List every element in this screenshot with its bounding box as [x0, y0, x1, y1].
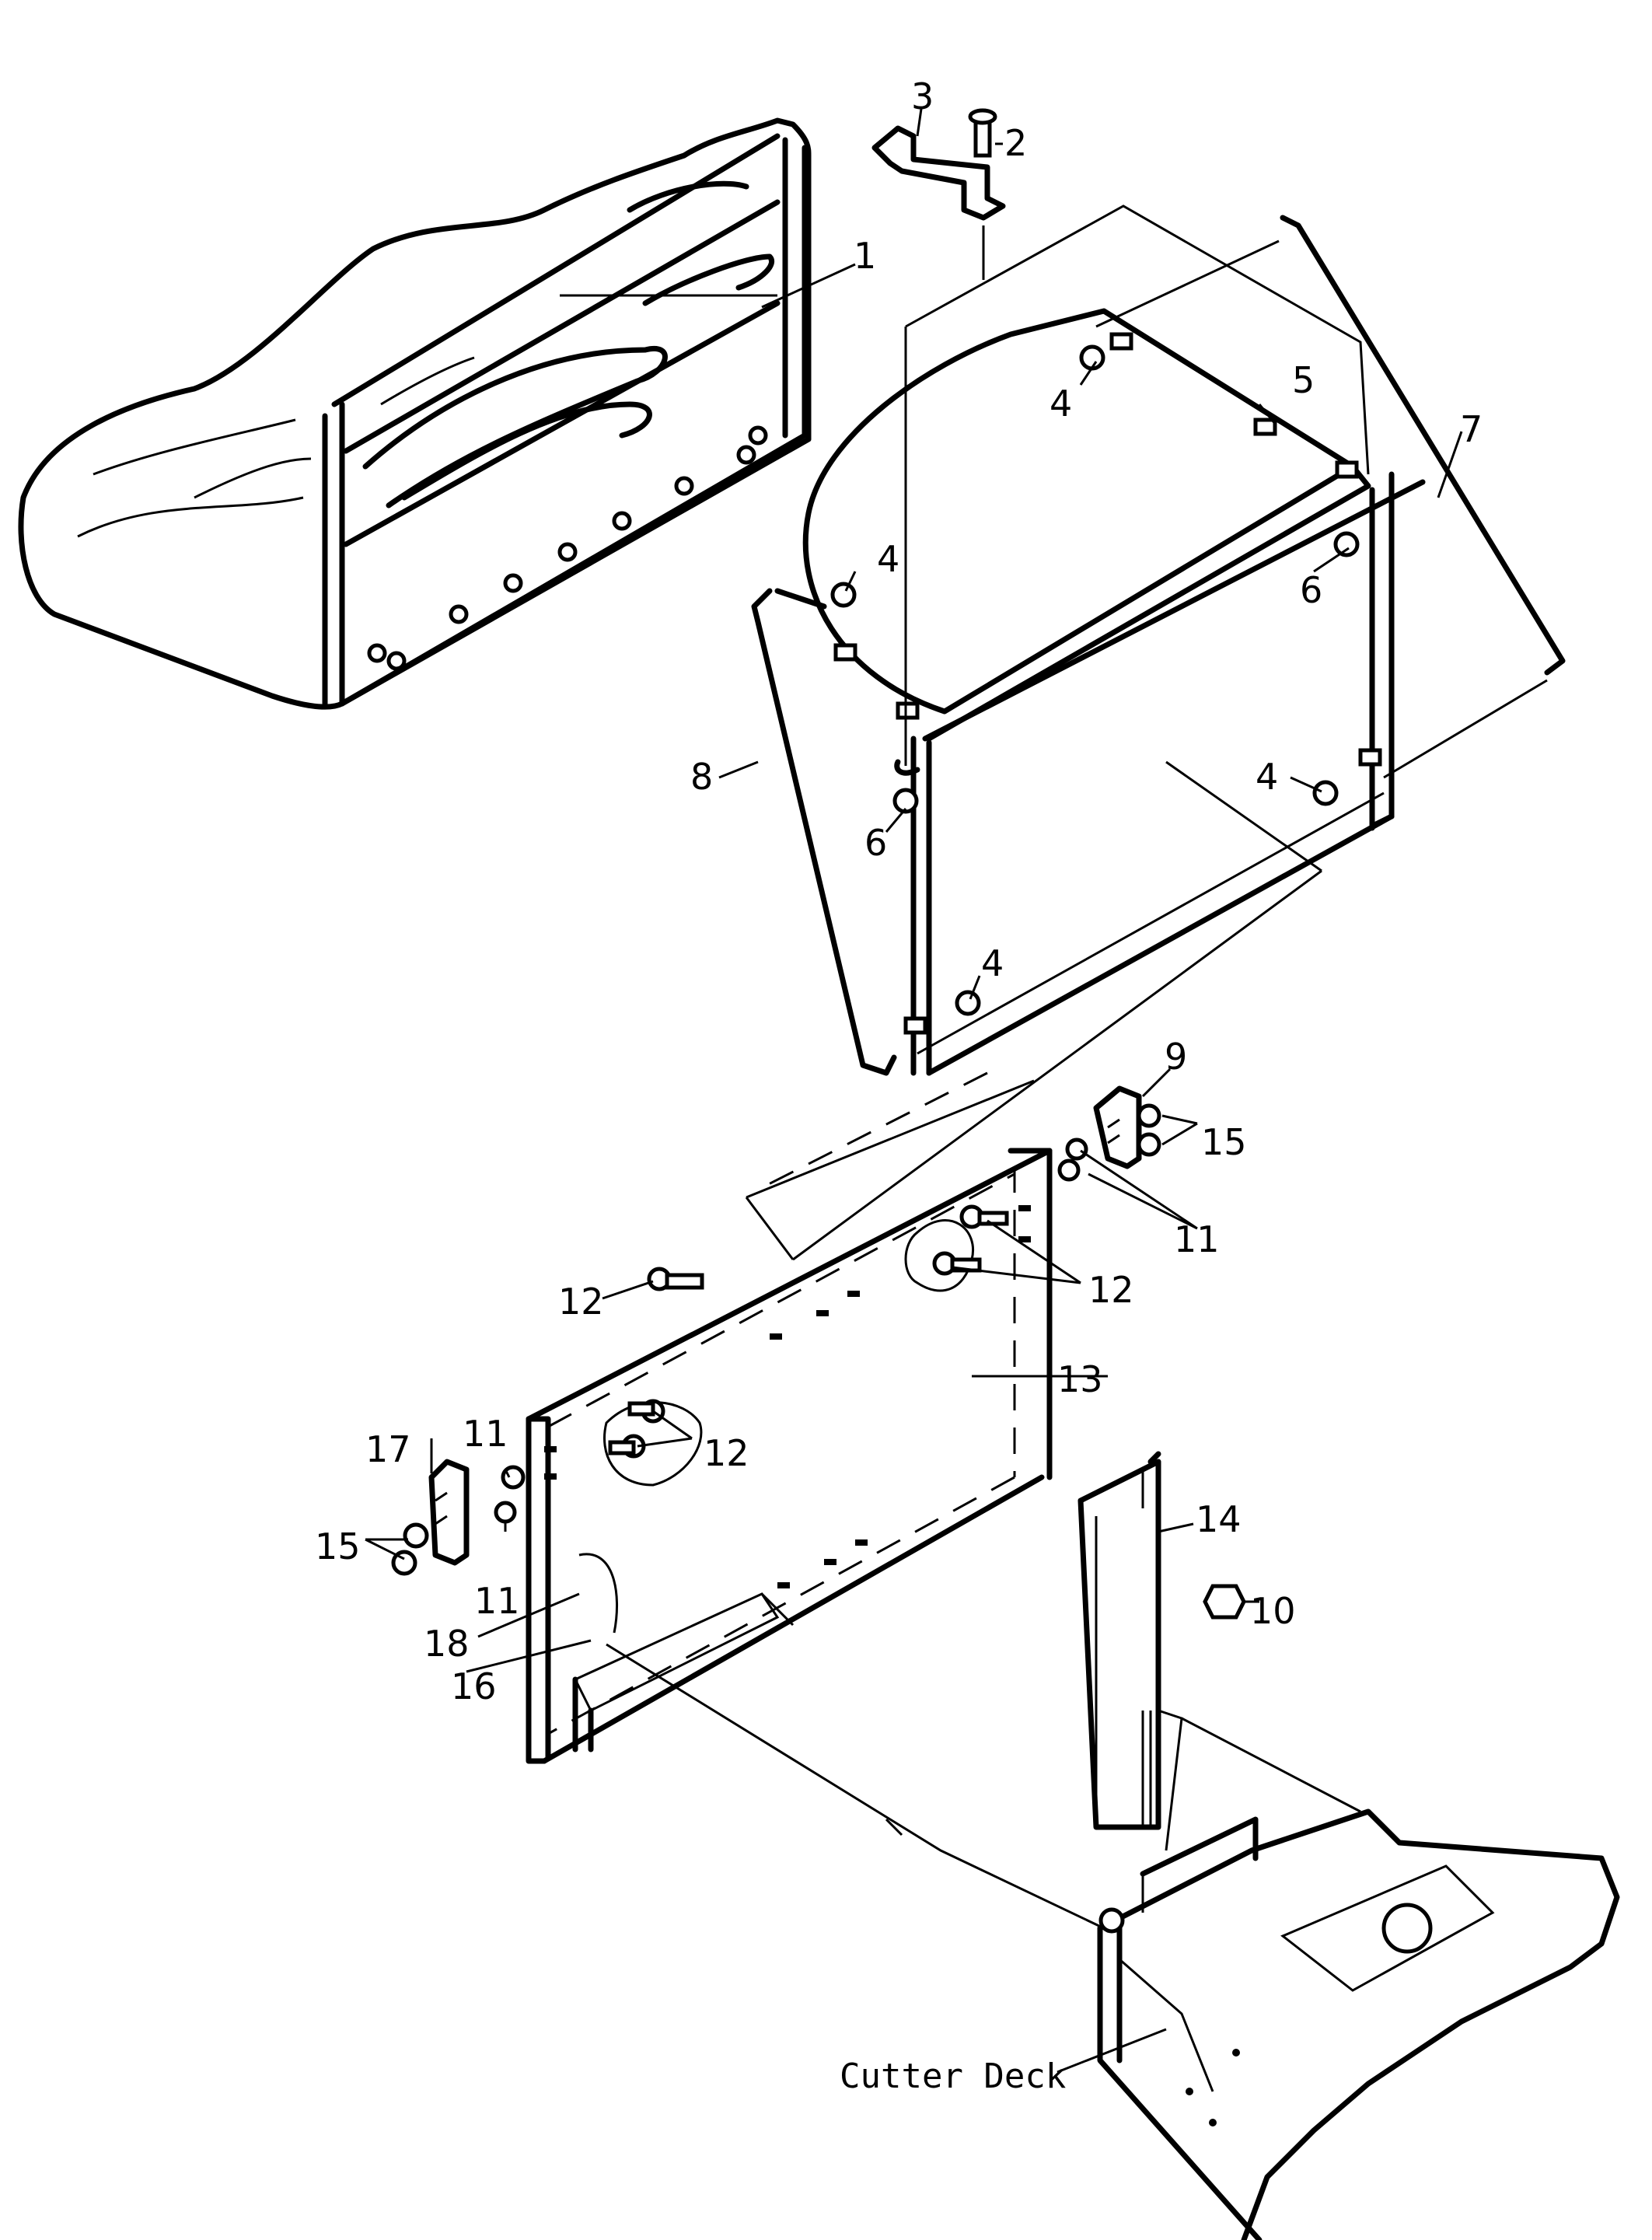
callout-18: 18 [424, 1623, 470, 1665]
callout-6-left: 6 [864, 822, 887, 864]
bag-frame [751, 204, 1566, 1076]
callout-15-right: 15 [1201, 1121, 1247, 1163]
callout-12-right: 12 [1088, 1269, 1134, 1311]
reference-lines [606, 869, 1361, 1930]
callout-6-right: 6 [1300, 569, 1322, 611]
cutter-deck [1097, 1808, 1620, 2240]
callout-15-left: 15 [315, 1525, 361, 1567]
callout-17: 17 [365, 1428, 411, 1470]
callout-8: 8 [690, 756, 713, 798]
callout-1: 1 [854, 235, 876, 277]
callout-cutter-deck: Cutter Deck [840, 2057, 1066, 2096]
callout-14: 14 [1196, 1498, 1242, 1540]
mounting-plate [526, 1079, 1053, 1764]
callout-3: 3 [911, 75, 934, 117]
callout-11-left-bottom: 11 [474, 1580, 520, 1622]
grass-bag [18, 117, 812, 710]
callout-11-right: 11 [1174, 1218, 1220, 1260]
left-hinge-hardware [391, 1459, 526, 1576]
bracket-and-bolt [871, 108, 1006, 221]
right-hinge-hardware [1057, 1085, 1161, 1182]
callout-12-middle: 12 [704, 1432, 749, 1474]
callout-13: 13 [1057, 1358, 1103, 1400]
discharge-chute [1077, 1451, 1246, 1830]
callout-4-right: 4 [1256, 756, 1278, 798]
callout-7: 7 [1460, 408, 1483, 450]
callout-labels: 1 2 3 4 5 7 4 6 8 4 6 4 9 15 11 12 12 13… [315, 75, 1483, 2096]
leader-lines [365, 108, 1463, 2074]
callout-16: 16 [451, 1665, 497, 1707]
callout-4-bottom: 4 [981, 942, 1004, 984]
callout-9: 9 [1165, 1036, 1187, 1078]
callout-4-top: 4 [1050, 383, 1072, 425]
callout-10: 10 [1250, 1590, 1296, 1632]
bolts [603, 1204, 1009, 1487]
callout-12-left: 12 [558, 1281, 604, 1323]
callout-11-left-top: 11 [463, 1413, 508, 1455]
callout-2: 2 [1004, 122, 1027, 164]
callout-5: 5 [1292, 359, 1315, 401]
callout-4-left: 4 [877, 538, 899, 580]
